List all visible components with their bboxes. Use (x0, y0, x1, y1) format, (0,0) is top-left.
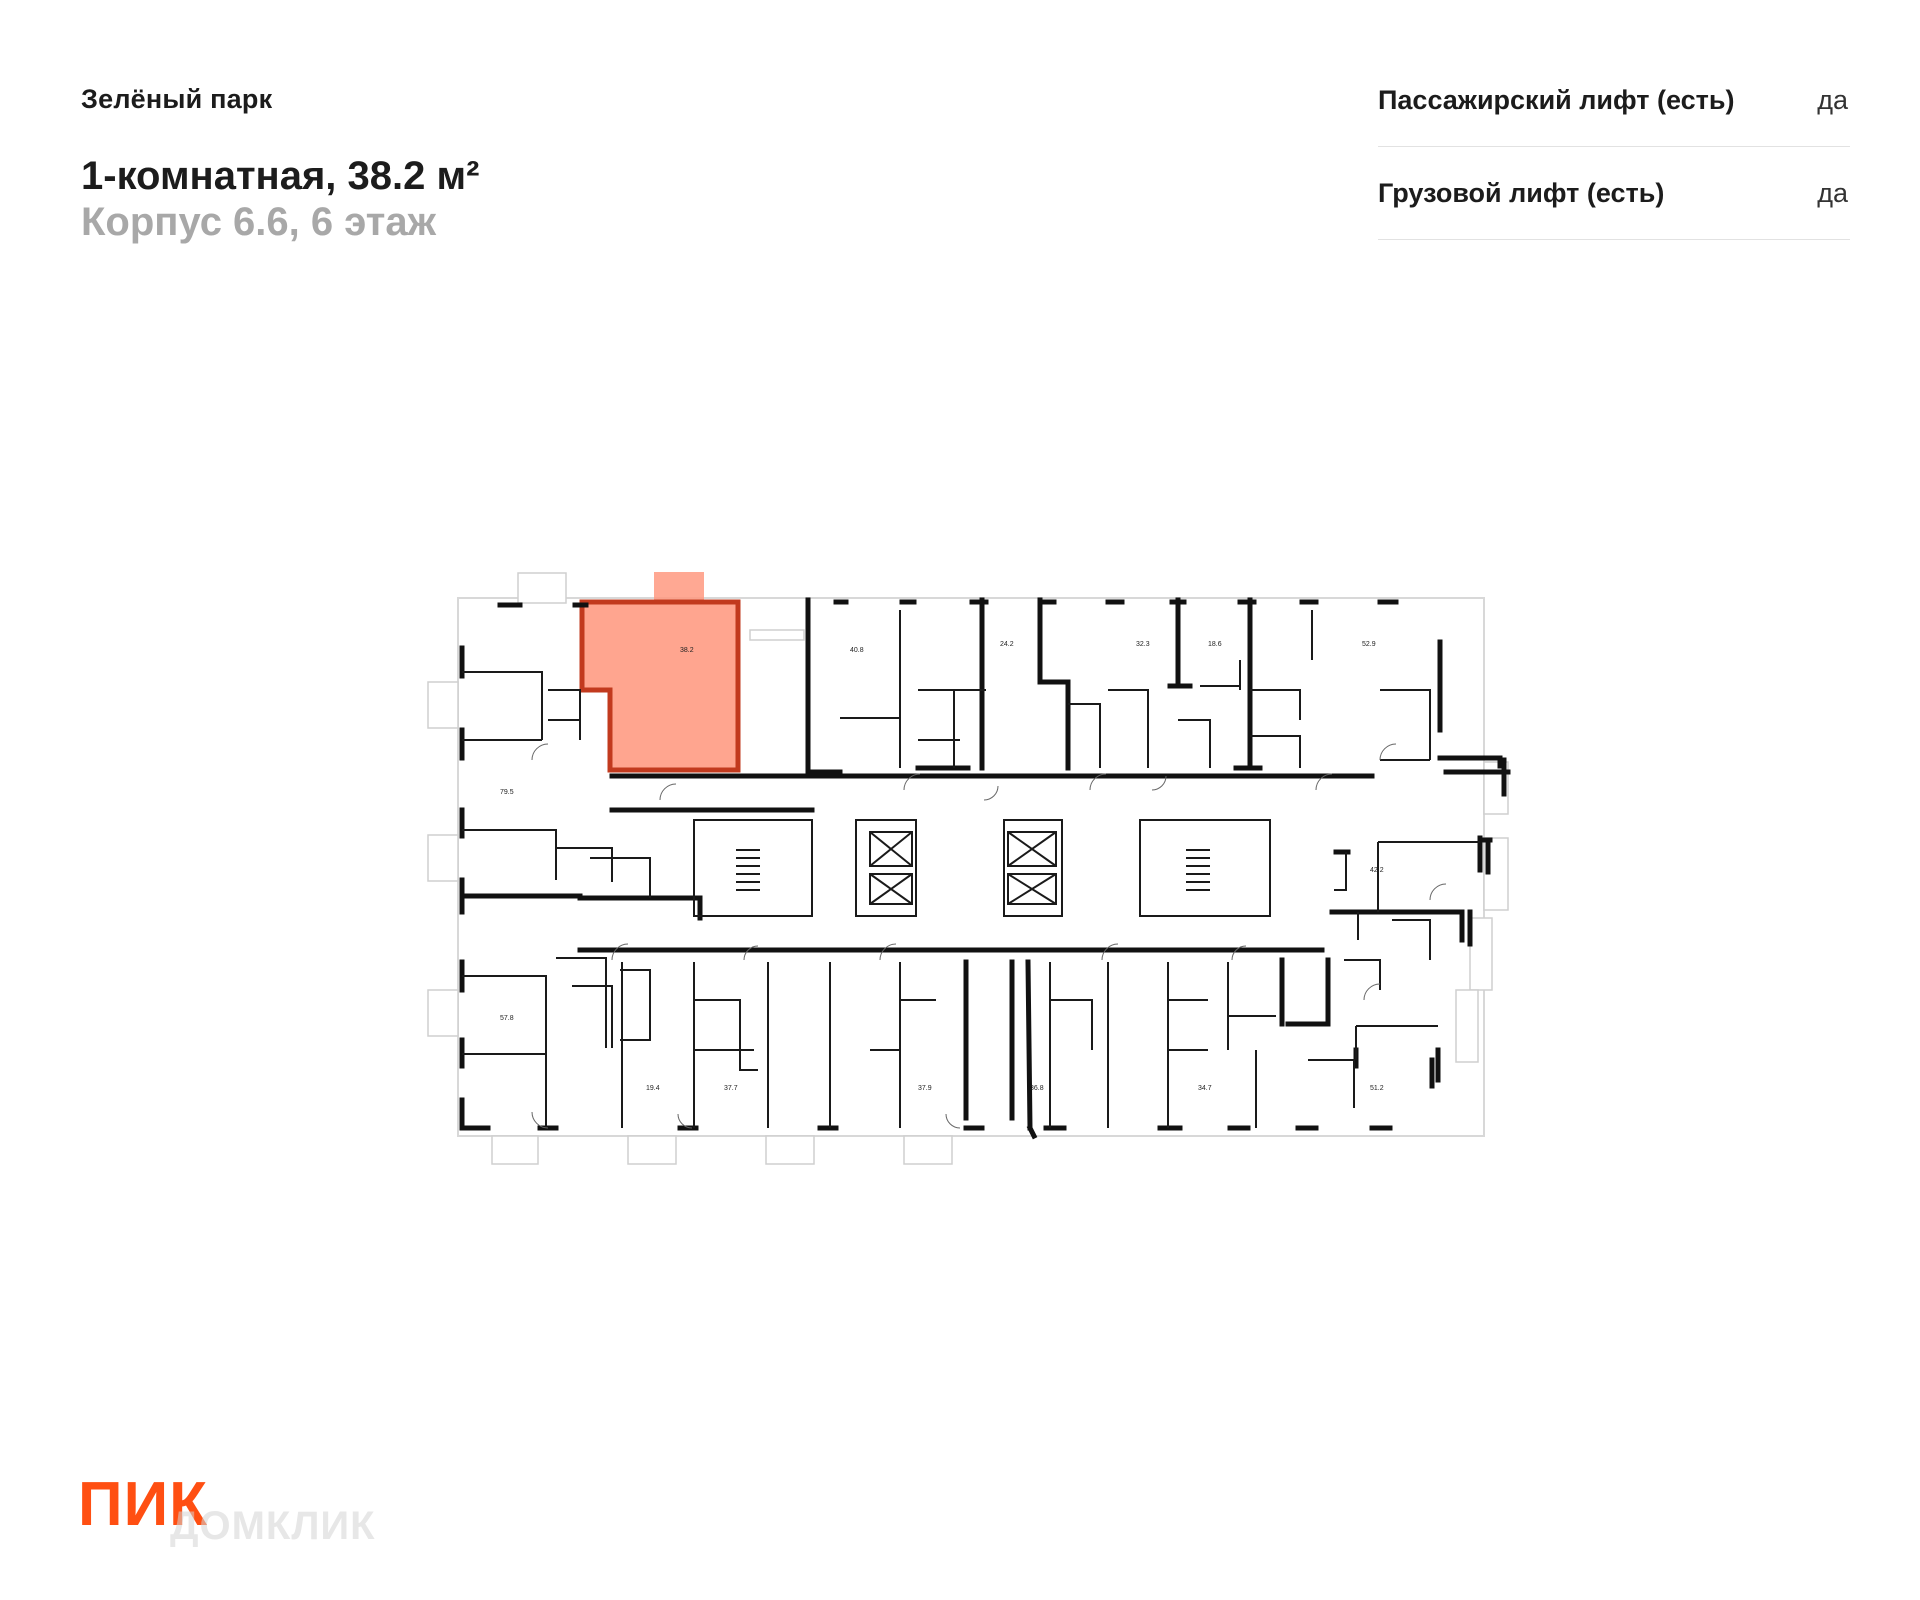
doors (531, 743, 1447, 1129)
area-label-bottom-1: 19.4 (646, 1085, 660, 1092)
spec-value: да (1817, 177, 1848, 208)
area-label-left-2: 57.8 (500, 1015, 514, 1022)
brand-logo: ПИК (78, 1474, 208, 1536)
area-label-left-1: 79.5 (500, 789, 514, 796)
logo-text: ПИК (78, 1470, 208, 1539)
area-label-right-2: 51.2 (1370, 1085, 1384, 1092)
area-label-bottom-3: 37.9 (918, 1085, 932, 1092)
partition-walls (462, 610, 1480, 1128)
watermark: ДОМКЛИК (170, 1504, 376, 1548)
area-label-top-1: 40.8 (850, 647, 864, 654)
spec-label: Грузовой лифт (есть) (1378, 177, 1665, 208)
area-label-bottom-4: 36.8 (1030, 1085, 1044, 1092)
spec-value: да (1817, 84, 1848, 115)
area-label-top-5: 52.9 (1362, 641, 1376, 648)
area-label-top-2: 24.2 (1000, 641, 1014, 648)
area-label-selected: 38.2 (680, 647, 694, 654)
area-label-bottom-5: 34.7 (1198, 1085, 1212, 1092)
spec-passenger-lift: Пассажирский лифт (есть) да (1378, 54, 1850, 147)
area-label-top-3: 32.3 (1136, 641, 1150, 648)
spec-label: Пассажирский лифт (есть) (1378, 84, 1735, 115)
area-label-right-1: 42.2 (1370, 867, 1384, 874)
project-name: Зелёный парк (81, 84, 273, 114)
selected-apartment (579, 572, 741, 773)
apartment-title: 1-комнатная, 38.2 м² (81, 154, 480, 198)
building-floor: Корпус 6.6, 6 этаж (81, 200, 436, 244)
area-label-bottom-2: 37.7 (724, 1085, 738, 1092)
spec-freight-lift: Грузовой лифт (есть) да (1378, 147, 1850, 240)
specs-list: Пассажирский лифт (есть) да Грузовой лиф… (1378, 54, 1850, 240)
structural-walls (459, 597, 1511, 1140)
area-label-top-4: 18.6 (1208, 641, 1222, 648)
area-labels: 38.2 40.8 24.2 32.3 18.6 52.9 79.5 57.8 … (500, 641, 1384, 1092)
header: Зелёный парк 1-комнатная, 38.2 м² Корпус… (81, 84, 479, 245)
